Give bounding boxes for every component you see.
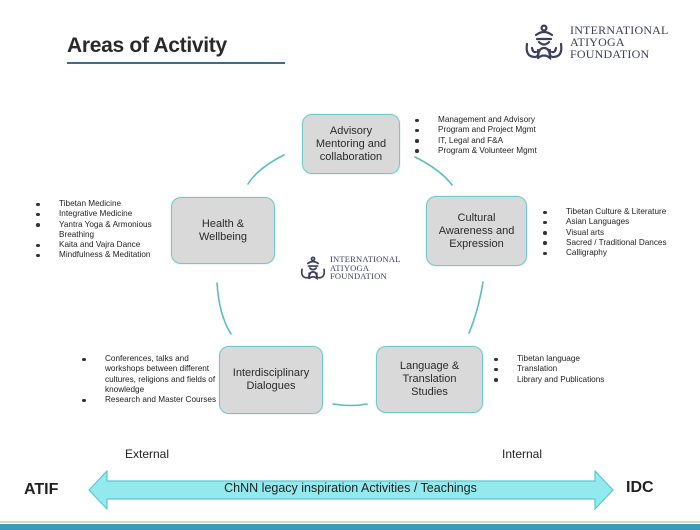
bullets-advisory: Management and Advisory Program and Proj…	[410, 115, 537, 156]
area-box-cultural[interactable]: Cultural Awareness and Expression	[426, 196, 527, 266]
area-label-line: Advisory	[329, 124, 373, 137]
logo-line: FOUNDATION	[570, 47, 650, 61]
area-label-line: Health &	[201, 217, 245, 230]
connector-interdisciplinary-language	[332, 403, 368, 407]
list-item: Tibetan Culture & Literature	[538, 207, 667, 217]
bullets-health: Tibetan Medicine Integrative Medicine Ya…	[31, 199, 173, 261]
list-item: Yantra Yoga & Armonious Breathing	[31, 220, 173, 241]
list-item: Library and Publications	[489, 375, 604, 385]
area-label-line: Cultural	[457, 211, 496, 224]
external-label: External	[125, 447, 170, 461]
list-item: Kaita and Vajra Dance	[31, 240, 173, 250]
lotus-emblem-icon	[300, 256, 326, 280]
area-label-line: Translation	[402, 373, 457, 385]
area-label-line: Mentoring and	[315, 137, 387, 150]
list-item: Program and Project Mgmt	[410, 125, 537, 135]
area-label-line: Expression	[449, 237, 504, 250]
double-arrow	[88, 470, 614, 510]
bullets-cultural: Tibetan Culture & Literature Asian Langu…	[538, 207, 667, 258]
area-label-line: Wellbeing	[198, 230, 248, 243]
list-item: Translation	[489, 364, 604, 374]
list-item: Asian Languages	[538, 217, 667, 227]
list-item: Conferences, talks and workshops between…	[77, 354, 217, 395]
area-label-line: Language &	[399, 360, 460, 372]
area-label-line: Dialogues	[246, 380, 296, 392]
logo-line: INTERNATIONAL	[570, 23, 669, 37]
list-item: Calligraphy	[538, 248, 667, 258]
list-item: Visual arts	[538, 228, 667, 238]
list-item: IT, Legal and F&A	[410, 136, 537, 146]
list-item: Research and Master Courses	[77, 395, 217, 405]
center-logo-wordmark: INTERNATIONAL ATIYOGA FOUNDATION	[330, 255, 401, 281]
area-label-line: collaboration	[319, 150, 383, 163]
connector-health-interdisciplinary	[216, 282, 232, 335]
logo-line: FOUNDATION	[330, 271, 387, 281]
bullets-language: Tibetan language Translation Library and…	[489, 354, 604, 385]
list-item: Program & Volunteer Mgmt	[410, 146, 537, 156]
logo-line: ATIYOGA	[330, 262, 370, 273]
area-box-advisory[interactable]: Advisory Mentoring and collaboration	[302, 114, 400, 174]
list-item: Management and Advisory	[410, 115, 537, 125]
list-item: Tibetan language	[489, 354, 604, 364]
area-box-interdisciplinary[interactable]: Interdisciplinary Dialogues	[219, 346, 323, 414]
footer-stripe	[0, 524, 700, 530]
arrow-caption: ChNN legacy inspiration Activities / Tea…	[224, 481, 477, 495]
area-label-line: Awareness and	[438, 224, 515, 237]
logo-line: ATIYOGA	[570, 35, 625, 49]
connector-cultural-language	[468, 281, 484, 334]
atif-label: ATIF	[24, 481, 59, 498]
area-box-health[interactable]: Health & Wellbeing	[171, 197, 275, 264]
logo-wordmark: INTERNATIONAL ATIYOGA FOUNDATION	[570, 24, 669, 60]
list-item: Integrative Medicine	[31, 209, 173, 219]
connector-advisory-health	[247, 154, 285, 185]
area-label-line: Interdisciplinary	[232, 367, 310, 379]
foundation-logo: INTERNATIONAL ATIYOGA FOUNDATION	[524, 24, 669, 60]
title-underline	[67, 62, 285, 64]
list-item: Sacred / Traditional Dances	[538, 238, 667, 248]
connector-advisory-cultural	[414, 156, 453, 186]
logo-line: INTERNATIONAL	[330, 254, 401, 264]
footer-rule	[0, 521, 700, 523]
double-arrow-shape	[88, 470, 614, 510]
internal-label: Internal	[502, 447, 543, 461]
lotus-emblem-icon	[525, 24, 563, 60]
idc-label: IDC	[626, 479, 654, 496]
list-item: Tibetan Medicine	[31, 199, 173, 209]
center-foundation-logo: INTERNATIONAL ATIYOGA FOUNDATION	[300, 255, 401, 281]
bullets-interdisciplinary: Conferences, talks and workshops between…	[77, 354, 217, 405]
area-label-line: Studies	[411, 386, 448, 398]
list-item: Mindfulness & Meditation	[31, 250, 173, 260]
page-title: Areas of Activity	[67, 34, 227, 57]
area-box-language[interactable]: Language & Translation Studies	[376, 346, 483, 413]
